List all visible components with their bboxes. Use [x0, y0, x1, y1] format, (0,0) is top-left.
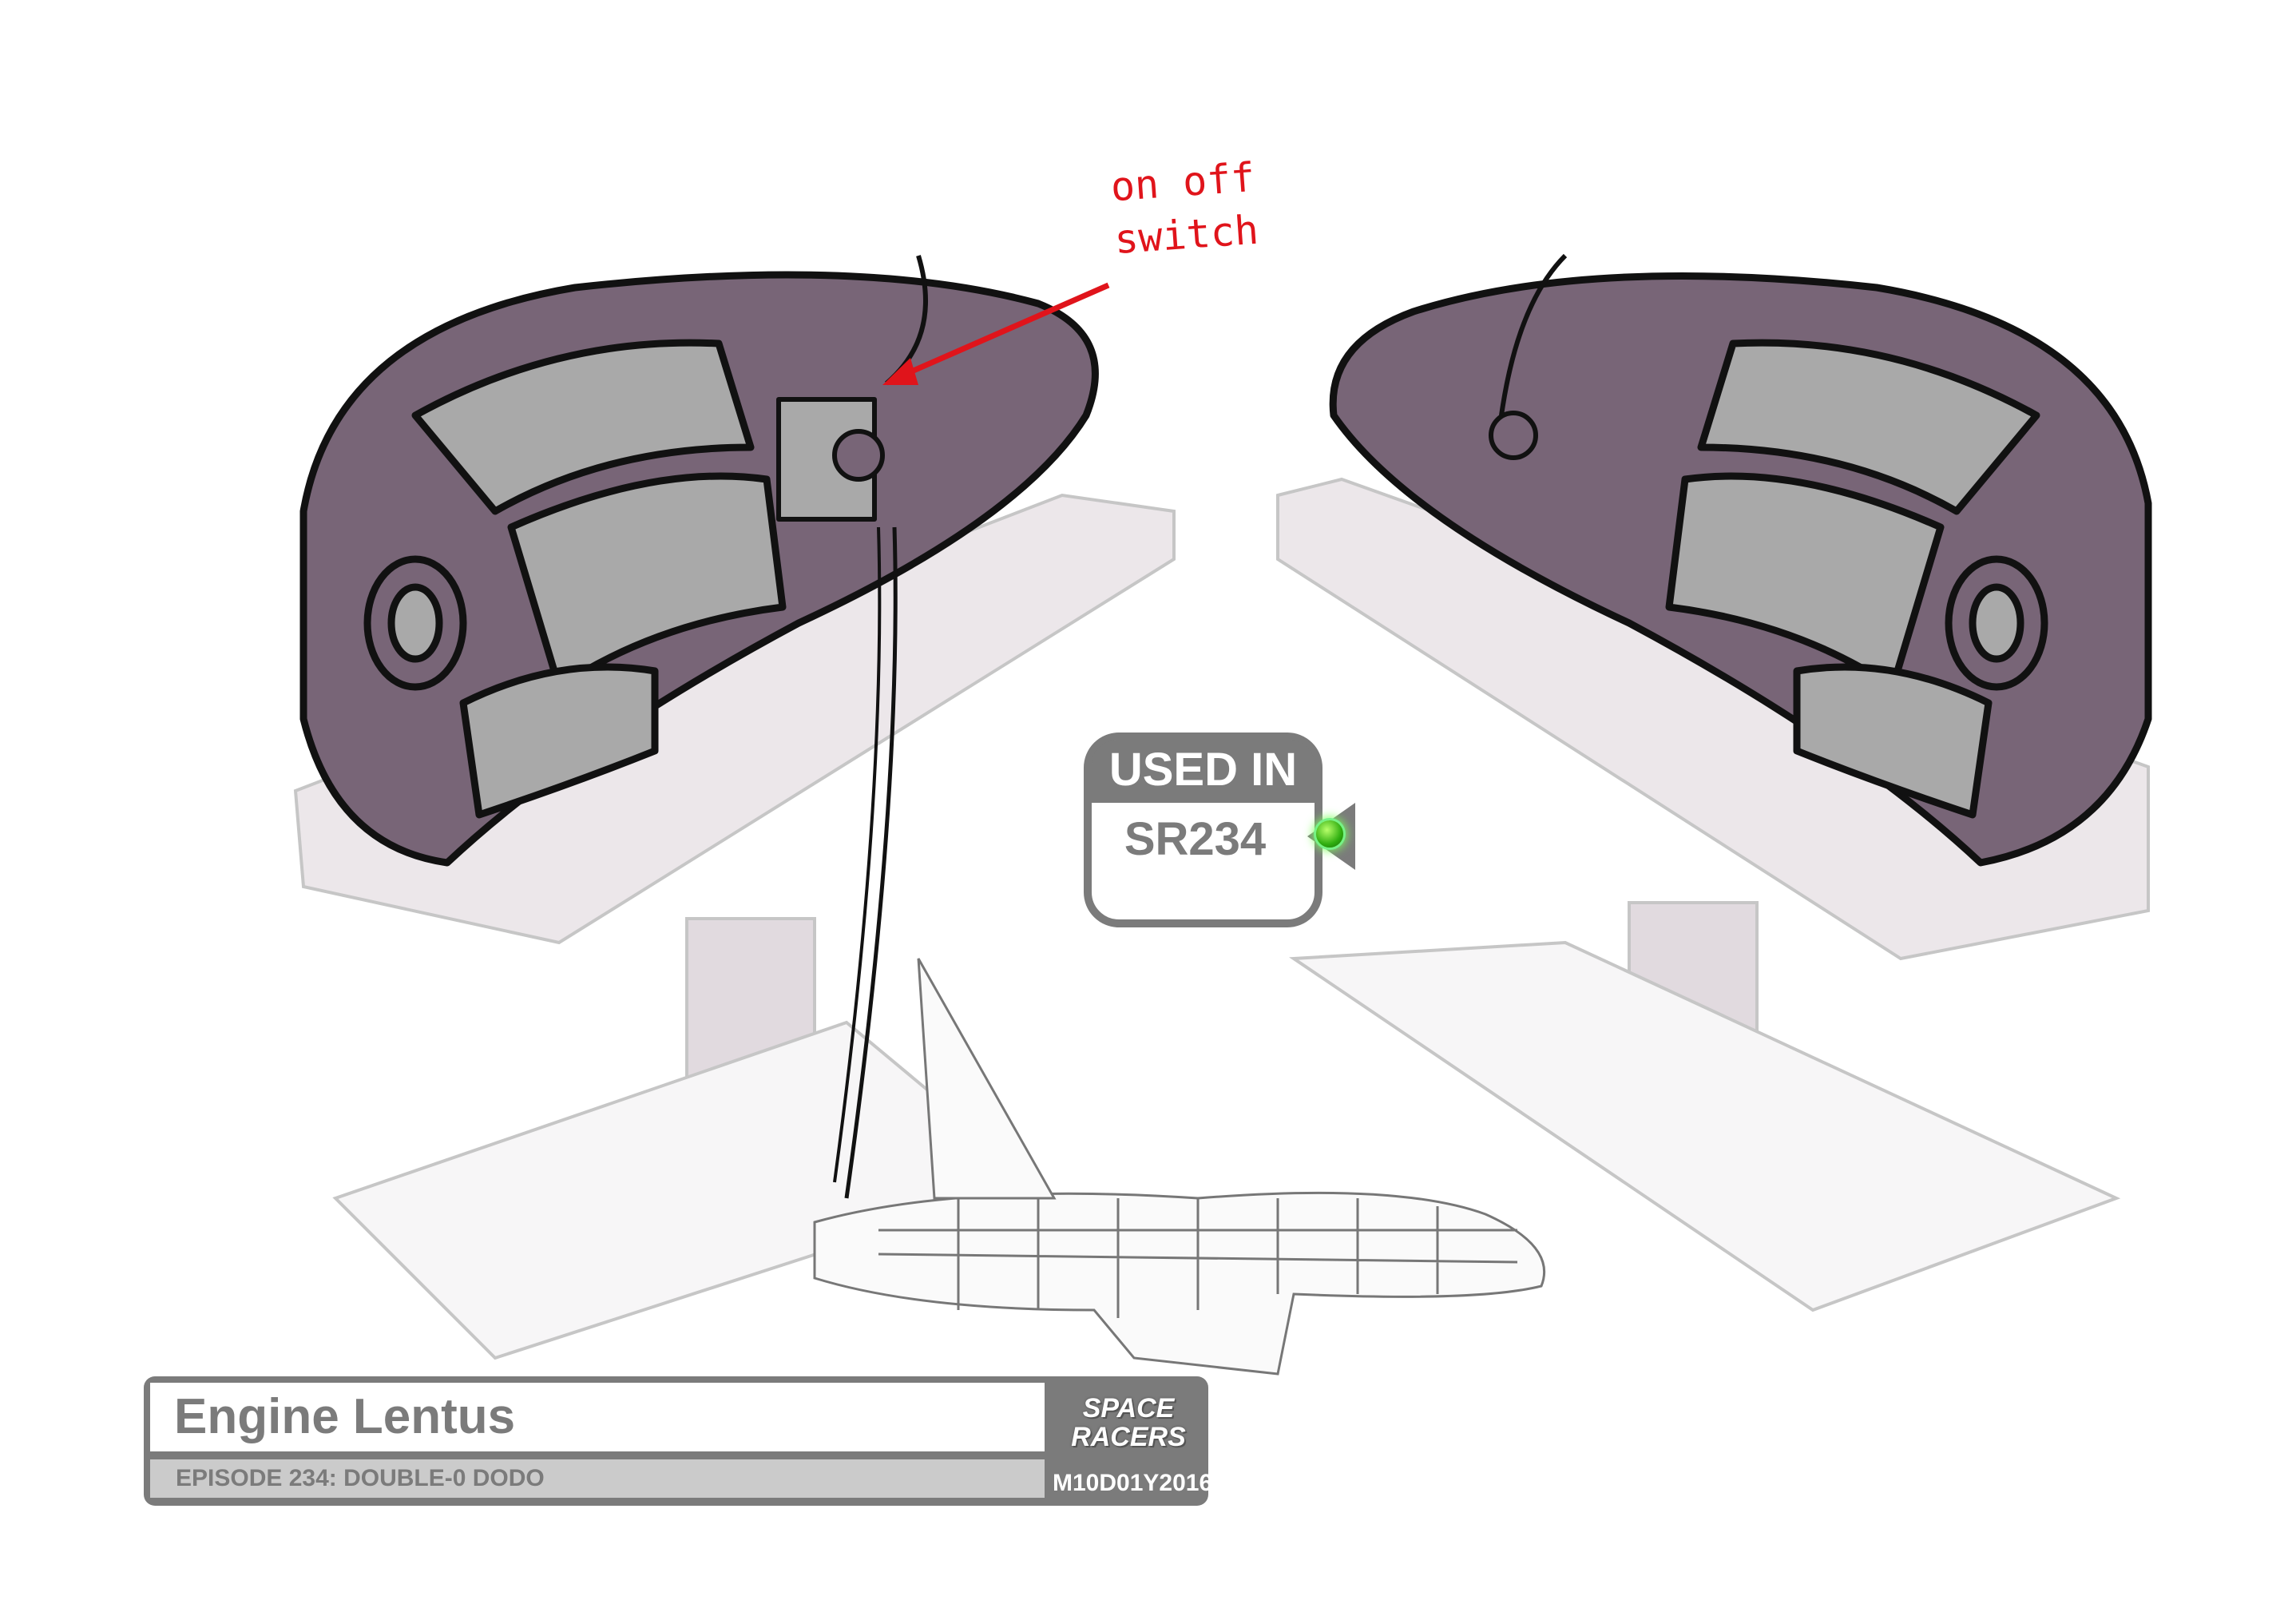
- green-indicator-icon: [1316, 820, 1343, 848]
- wireframe-ship: [813, 958, 1546, 1376]
- space-racers-logo: SPACE RACERS: [1053, 1383, 1204, 1463]
- date-stamp: M10D01Y2016: [1053, 1470, 1213, 1496]
- badge-header: USED IN: [1092, 740, 1315, 803]
- page-title: Engine Lentus: [150, 1383, 1045, 1451]
- annotation-arrow: [882, 282, 1110, 385]
- logo-text: SPACE RACERS: [1071, 1393, 1186, 1452]
- left-engine: [299, 255, 1099, 1199]
- episode-subtitle: EPISODE 234: DOUBLE-0 DODO: [150, 1459, 1045, 1498]
- used-in-badge: USED IN SR234: [1084, 733, 1355, 927]
- left-pedestal: [293, 493, 1176, 1360]
- annotation-note: on off switch: [1109, 151, 1260, 266]
- right-engine: [1329, 253, 2152, 867]
- title-block: Engine Lentus EPISODE 234: DOUBLE-0 DODO…: [144, 1376, 1213, 1506]
- annotation-line-2: switch: [1112, 206, 1260, 264]
- right-pedestal: [1276, 477, 2150, 1312]
- badge-value: SR234: [1124, 813, 1267, 865]
- annotation-line-1: on off: [1108, 153, 1257, 211]
